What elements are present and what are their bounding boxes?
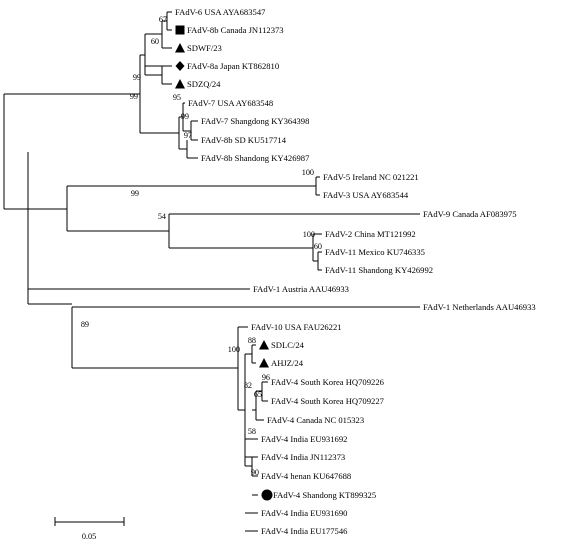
leaf-label: FAdV-4 South Korea HQ709227 bbox=[271, 396, 385, 406]
bootstrap-value: 100 bbox=[303, 230, 315, 239]
leaf-label: FAdV-1 Netherlands AAU46933 bbox=[423, 302, 536, 312]
leaf-label: FAdV-11 Shandong KY426992 bbox=[325, 265, 433, 275]
bootstrap-value: 67 bbox=[159, 15, 167, 24]
bootstrap-value: 88 bbox=[248, 336, 256, 345]
leaf-label: FAdV-4 henan KU647688 bbox=[261, 471, 351, 481]
bootstrap-value: 99 bbox=[131, 189, 139, 198]
leaf-label: FAdV-4 India EU177546 bbox=[261, 526, 348, 536]
diamond-marker-icon bbox=[175, 61, 185, 71]
leaf-label: FAdV-5 Ireland NC 021221 bbox=[323, 172, 419, 182]
bootstrap-value: 99 bbox=[181, 112, 189, 121]
triangle-marker-icon bbox=[175, 79, 185, 89]
scale-bar-label: 0.05 bbox=[82, 532, 96, 541]
bootstrap-value: 99 bbox=[133, 73, 141, 82]
triangle-marker-icon bbox=[259, 340, 269, 350]
leaf-label: FAdV-7 Shangdong KY364398 bbox=[201, 116, 309, 126]
leaf-label: SDWF/23 bbox=[187, 43, 222, 53]
bootstrap-value: 100 bbox=[302, 168, 314, 177]
leaf-label: FAdV-4 India JN112373 bbox=[261, 452, 345, 462]
circle-marker-icon bbox=[261, 489, 273, 501]
bootstrap-value: 82 bbox=[244, 381, 252, 390]
bootstrap-value: 60 bbox=[151, 37, 159, 46]
triangle-marker-icon bbox=[175, 43, 185, 53]
bootstrap-value: 97 bbox=[184, 131, 192, 140]
leaf-label: FAdV-8b Shandong KY426987 bbox=[201, 153, 310, 163]
bootstrap-value: 90 bbox=[251, 468, 259, 477]
leaf-label: FAdV-11 Mexico KU746335 bbox=[325, 247, 425, 257]
bootstrap-value: 58 bbox=[248, 427, 256, 436]
bootstrap-value: 100 bbox=[228, 345, 240, 354]
bootstrap-value: 54 bbox=[158, 212, 166, 221]
leaf-label: FAdV-3 USA AY683544 bbox=[323, 190, 409, 200]
leaf-label: FAdV-4 India EU931690 bbox=[261, 508, 347, 518]
leaf-label: FAdV-4 Canada NC 015323 bbox=[267, 415, 364, 425]
leaf-label: FAdV-2 China MT121992 bbox=[325, 229, 416, 239]
leaf-label: FAdV-4 South Korea HQ709226 bbox=[271, 377, 385, 387]
leaf-label: SDLC/24 bbox=[271, 340, 305, 350]
leaf-label: FAdV-6 USA AYA683547 bbox=[175, 7, 266, 17]
leaf-label: FAdV-1 Austria AAU46933 bbox=[253, 284, 349, 294]
leaf-label: AHJZ/24 bbox=[271, 358, 304, 368]
leaf-label: SDZQ/24 bbox=[187, 79, 221, 89]
leaf-label: FAdV-10 USA FAU26221 bbox=[251, 322, 342, 332]
bootstrap-value: 99 bbox=[130, 92, 138, 101]
leaf-label: FAdV-8b Canada JN112373 bbox=[187, 25, 284, 35]
leaf-label: FAdV-8a Japan KT862810 bbox=[187, 61, 279, 71]
leaf-label: FAdV-4 Shandong KT899325 bbox=[273, 490, 376, 500]
square-marker-icon bbox=[175, 25, 185, 35]
bootstrap-value: 89 bbox=[81, 320, 89, 329]
leaf-label: FAdV-8b SD KU517714 bbox=[201, 135, 287, 145]
leaf-label: FAdV-9 Canada AF083975 bbox=[423, 209, 517, 219]
triangle-marker-icon bbox=[259, 358, 269, 368]
bootstrap-value: 65 bbox=[254, 390, 262, 399]
leaf-label: FAdV-4 India EU931692 bbox=[261, 434, 347, 444]
bootstrap-value: 95 bbox=[173, 93, 181, 102]
bootstrap-value: 96 bbox=[262, 373, 270, 382]
bootstrap-value: 60 bbox=[314, 242, 322, 251]
leaf-label: FAdV-7 USA AY683548 bbox=[188, 98, 273, 108]
